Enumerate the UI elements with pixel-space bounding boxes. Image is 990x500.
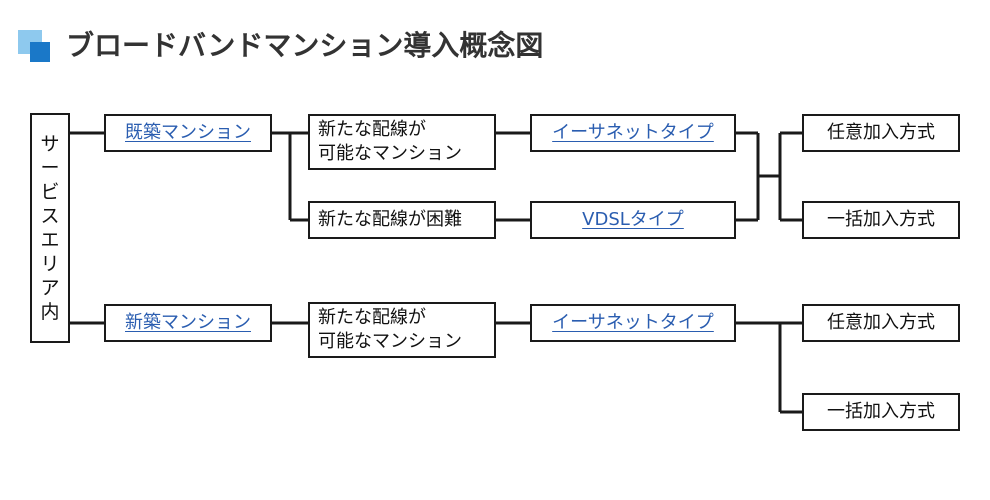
existing-wiring-possible: 新たな配線が可能なマンション xyxy=(308,114,496,170)
title-square-icon xyxy=(18,30,50,62)
new-mansion-link[interactable]: 新築マンション xyxy=(104,304,272,342)
existing-plan-any: 任意加入方式 xyxy=(802,114,960,152)
new-plan-any: 任意加入方式 xyxy=(802,304,960,342)
existing-mansion-link[interactable]: 既築マンション xyxy=(104,114,272,152)
existing-ethernet-link[interactable]: イーサネットタイプ xyxy=(530,114,736,152)
new-ethernet-link[interactable]: イーサネットタイプ xyxy=(530,304,736,342)
page-title: ブロードバンドマンション導入概念図 xyxy=(66,29,544,62)
root-service-area: サ ー ビ ス エ リ ア 内 xyxy=(30,113,70,343)
new-plan-bulk: 一括加入方式 xyxy=(802,393,960,431)
existing-plan-bulk: 一括加入方式 xyxy=(802,201,960,239)
existing-wiring-difficult: 新たな配線が困難 xyxy=(308,201,496,239)
existing-vdsl-link[interactable]: VDSLタイプ xyxy=(530,201,736,239)
new-wiring-possible: 新たな配線が可能なマンション xyxy=(308,302,496,358)
